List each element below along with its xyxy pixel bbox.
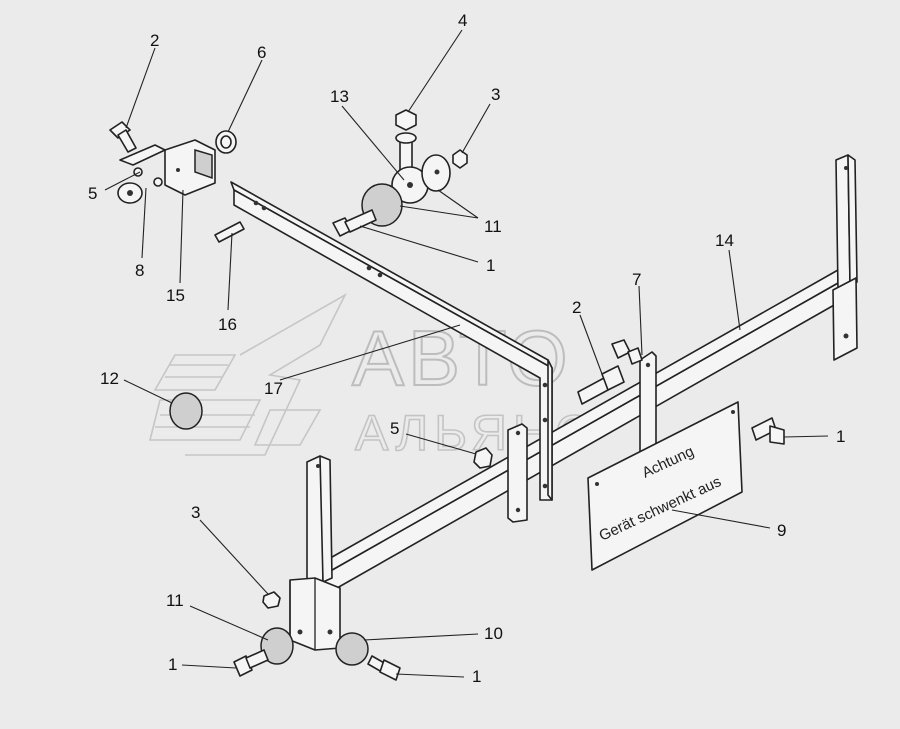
leader-lines <box>104 29 829 678</box>
callout-16: 16 <box>218 315 237 334</box>
strap-7 <box>639 351 657 457</box>
callout-8: 8 <box>135 261 144 280</box>
callout-1-upper: 1 <box>486 256 495 275</box>
bolt-1-lower-left <box>233 649 269 677</box>
nut-3-lower <box>262 591 281 609</box>
bolt-1-upper <box>332 209 377 237</box>
callout-12: 12 <box>100 369 119 388</box>
callout-1-lower-right: 1 <box>472 667 481 686</box>
callout-11-lower: 11 <box>166 591 184 610</box>
flat-bar <box>230 181 553 501</box>
callouts: 2 6 5 8 15 16 4 13 3 11 1 14 7 2 12 17 5… <box>88 11 845 686</box>
washer-6 <box>215 130 237 154</box>
callout-10: 10 <box>484 624 503 643</box>
callout-1-right: 1 <box>836 427 845 446</box>
callout-2-lower: 2 <box>572 298 581 317</box>
reflector-top <box>361 109 468 227</box>
reflector-lower-right <box>335 632 369 666</box>
washer-8 <box>117 182 143 204</box>
right-post <box>832 154 858 361</box>
strap-center <box>507 423 528 523</box>
pin-16 <box>214 221 245 243</box>
callout-11-upper: 11 <box>484 217 502 236</box>
callout-13: 13 <box>330 87 349 106</box>
callout-5-upper: 5 <box>88 184 97 203</box>
nut-5-lower <box>473 447 493 469</box>
callout-17: 17 <box>264 379 283 398</box>
left-post <box>289 455 341 651</box>
callout-15: 15 <box>166 286 185 305</box>
nut-7 <box>611 339 643 365</box>
bolt-1-right <box>751 417 785 445</box>
callout-2-upper: 2 <box>150 31 159 50</box>
bolt-2-upper <box>109 121 137 153</box>
callout-6: 6 <box>257 43 266 62</box>
reflector-lower-left <box>260 627 294 665</box>
watermark-logo <box>148 292 347 456</box>
callout-3-upper: 3 <box>491 85 500 104</box>
callout-14: 14 <box>715 231 734 250</box>
callout-9: 9 <box>777 521 786 540</box>
callout-4: 4 <box>458 11 467 30</box>
bolt-2-lower <box>577 365 625 405</box>
bracket-15 <box>119 139 216 196</box>
callout-3-lower: 3 <box>191 503 200 522</box>
reflector-12 <box>169 392 203 430</box>
callout-5-lower: 5 <box>390 419 399 438</box>
callout-7: 7 <box>632 270 641 289</box>
bolt-1-lower-right <box>367 655 401 681</box>
callout-1-lower-left: 1 <box>168 655 177 674</box>
pin-5-upper <box>133 167 163 187</box>
